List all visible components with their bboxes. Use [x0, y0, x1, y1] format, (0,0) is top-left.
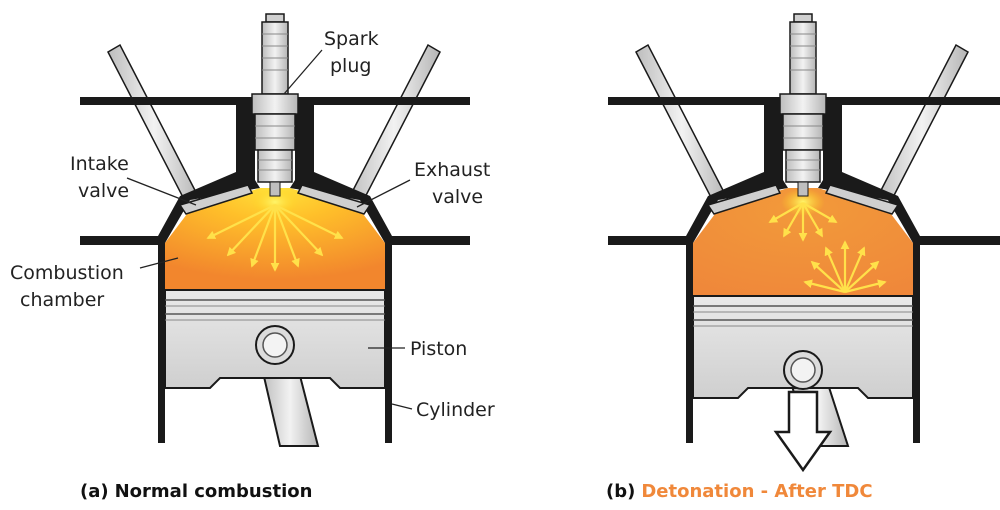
- spark-plug-icon: [779, 13, 827, 197]
- cylinder-wall-left: [158, 243, 165, 443]
- cylinder-label: Cylinder: [416, 399, 495, 421]
- engine-normal: [80, 13, 470, 447]
- cylinder-head-right: [290, 97, 470, 243]
- cylinder-head: [80, 97, 260, 243]
- cylinder-wall-left-b: [686, 243, 693, 443]
- flame-arrows: [206, 204, 344, 272]
- exhaust-valve-stem-b: [875, 43, 969, 209]
- combustion-chamber-b: [693, 188, 913, 296]
- head-deck-bottom-left: [80, 237, 165, 245]
- exhaust-valve-label-2: valve: [432, 186, 483, 208]
- combustion-chamber-label-2: chamber: [20, 289, 104, 311]
- spark-plug-label-2: plug: [330, 55, 371, 77]
- intake-valve-stem-b: [635, 43, 729, 209]
- intake-valve-head: [178, 184, 254, 215]
- connecting-rod: [260, 367, 320, 447]
- exhaust-valve-head: [296, 184, 372, 215]
- intake-valve-label-2: valve: [78, 180, 129, 202]
- caption-b-prefix: (b): [606, 481, 635, 502]
- exhaust-valve-head-b: [824, 184, 900, 215]
- caption-a-prefix: (a): [80, 481, 109, 502]
- intake-valve-label-1: Intake: [70, 153, 129, 175]
- head-deck-bottom-right-b: [913, 237, 1000, 245]
- piston-b: [692, 295, 914, 399]
- arrow-down-icon: [773, 390, 833, 473]
- piston: [164, 289, 386, 389]
- engine-detonation: [608, 13, 1000, 473]
- caption-a-title: Normal combustion: [115, 481, 313, 502]
- piston-label: Piston: [410, 338, 467, 360]
- exhaust-valve-label-1: Exhaust: [414, 159, 490, 181]
- plug-glow: [251, 188, 299, 216]
- caption-b: (b) Detonation - After TDC: [606, 481, 873, 502]
- head-deck-bottom-right: [385, 237, 470, 245]
- cylinder-head-b: [608, 97, 788, 243]
- intake-valve-head-b: [706, 184, 782, 215]
- leader-lines: [126, 49, 413, 410]
- spark-plug-label-1: Spark: [324, 28, 379, 50]
- cylinder-wall-right: [385, 243, 392, 443]
- caption-b-title: Detonation - After TDC: [641, 481, 872, 502]
- cylinder-head-b-right: [818, 97, 1000, 243]
- spark-plug-icon: [251, 13, 299, 197]
- combustion-chamber-label-1: Combustion: [10, 262, 124, 284]
- flame-arrows-detonation: [803, 240, 887, 294]
- caption-a: (a) Normal combustion: [80, 481, 312, 502]
- flame-arrows-plug: [768, 202, 838, 242]
- cylinder-wall-right-b: [913, 243, 920, 443]
- head-deck-bottom-left-b: [608, 237, 693, 245]
